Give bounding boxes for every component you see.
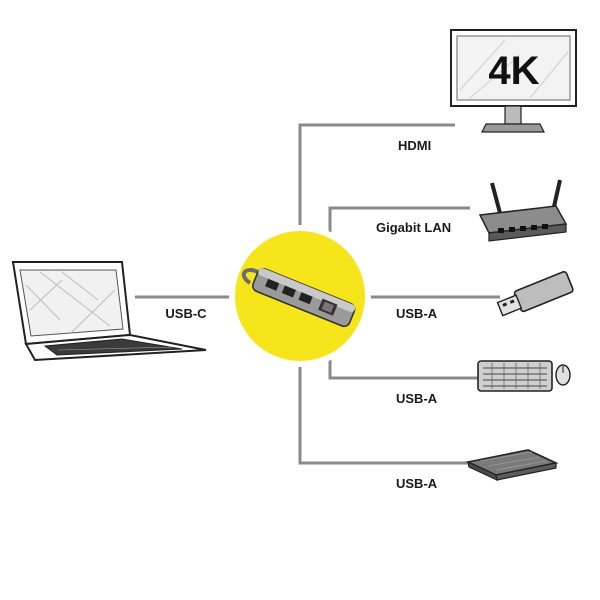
laptop-illustration: [11, 261, 207, 362]
router-illustration: [478, 179, 568, 242]
line-gigabit-lan: [328, 206, 470, 240]
hub-cable: [241, 268, 259, 285]
line-hdmi: [298, 123, 455, 240]
usb-hub-device: [252, 267, 356, 328]
label-port-usb-a-1: USB-A: [396, 306, 438, 321]
label-port-hdmi: HDMI: [398, 138, 431, 153]
monitor-illustration: 4K: [450, 29, 577, 133]
label-port-gigabit-lan: Gigabit LAN: [376, 220, 451, 235]
external-drive-illustration: [465, 449, 559, 482]
connection-lines: [135, 123, 500, 465]
monitor-4k-text: 4K: [488, 49, 539, 93]
line-usb-a-2: [328, 355, 478, 380]
label-usb-c: USB-C: [165, 306, 207, 321]
keyboard-mouse-illustration: [477, 360, 571, 392]
label-port-usb-a-2: USB-A: [396, 391, 438, 406]
label-port-usb-a-3: USB-A: [396, 476, 438, 491]
usb-hub-group: [229, 225, 371, 367]
line-usb-a-3: [298, 360, 470, 465]
usb-stick-illustration: [496, 270, 574, 317]
